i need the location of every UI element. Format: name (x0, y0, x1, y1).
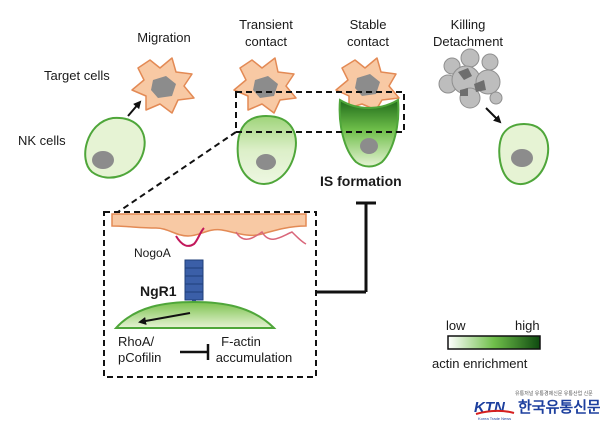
stage-transient-label-line2: contact (245, 34, 287, 49)
migration-arrow-icon (127, 100, 142, 117)
rhoa-label-line2: pCofilin (118, 350, 161, 365)
nogoa-label: NogoA (134, 246, 171, 260)
ngr1-label: NgR1 (140, 283, 177, 299)
stage-transient-label-line1: Transient (239, 17, 293, 32)
is-formation-label: IS formation (320, 173, 402, 189)
nk-cell-stable-synapse (338, 98, 400, 168)
factin-label-line1: F-actin (221, 334, 261, 349)
nk-membrane (113, 300, 277, 329)
stage-stable-label-line2: contact (347, 34, 389, 49)
stage-killing-label-line2: Detachment (433, 34, 503, 49)
nogoa-tail (235, 230, 307, 245)
legend-low-label: low (446, 318, 466, 333)
detachment-arrow-icon (485, 107, 502, 124)
rhoa-label-line1: RhoA/ (118, 334, 155, 349)
brand-name: 한국유통신문 (518, 399, 600, 416)
brand-logo-sub: Korea Trade News (478, 416, 511, 421)
nk-cells-label: NK cells (18, 133, 66, 148)
nk-cell-migrating (84, 116, 146, 179)
target-cell-transient (233, 57, 297, 114)
target-membrane (111, 213, 307, 237)
legend-caption: actin enrichment (432, 356, 528, 371)
synapse-highlight-box (235, 91, 405, 133)
factin-label-line2: accumulation (216, 350, 293, 365)
target-cell-stable (335, 57, 400, 111)
brand-logo: KTN Korea Trade News (474, 399, 515, 421)
stage-killing-label-line1: Killing (451, 17, 486, 32)
zoom-guide-line (117, 131, 237, 213)
signal-arrow-icon (138, 312, 191, 325)
legend-high-label: high (515, 318, 540, 333)
dying-target-cell (438, 48, 503, 109)
inhibit-t-bar-icon (180, 344, 210, 360)
mechanism-inset-box (103, 211, 317, 378)
nk-cell-detached (498, 122, 550, 185)
legend-gradient-bar (447, 335, 541, 350)
is-inhibit-t-bar-icon (317, 201, 376, 294)
target-cells-label: Target cells (44, 68, 110, 83)
stage-stable-label-line1: Stable (350, 17, 387, 32)
target-cell-migration (131, 57, 195, 114)
nk-cell-transient (236, 114, 297, 186)
brand-tagline: 유통저널 유통경제신문 유통산업 신문 (515, 390, 593, 397)
nogoa-protein (175, 227, 205, 247)
stage-migration-label: Migration (137, 30, 190, 45)
